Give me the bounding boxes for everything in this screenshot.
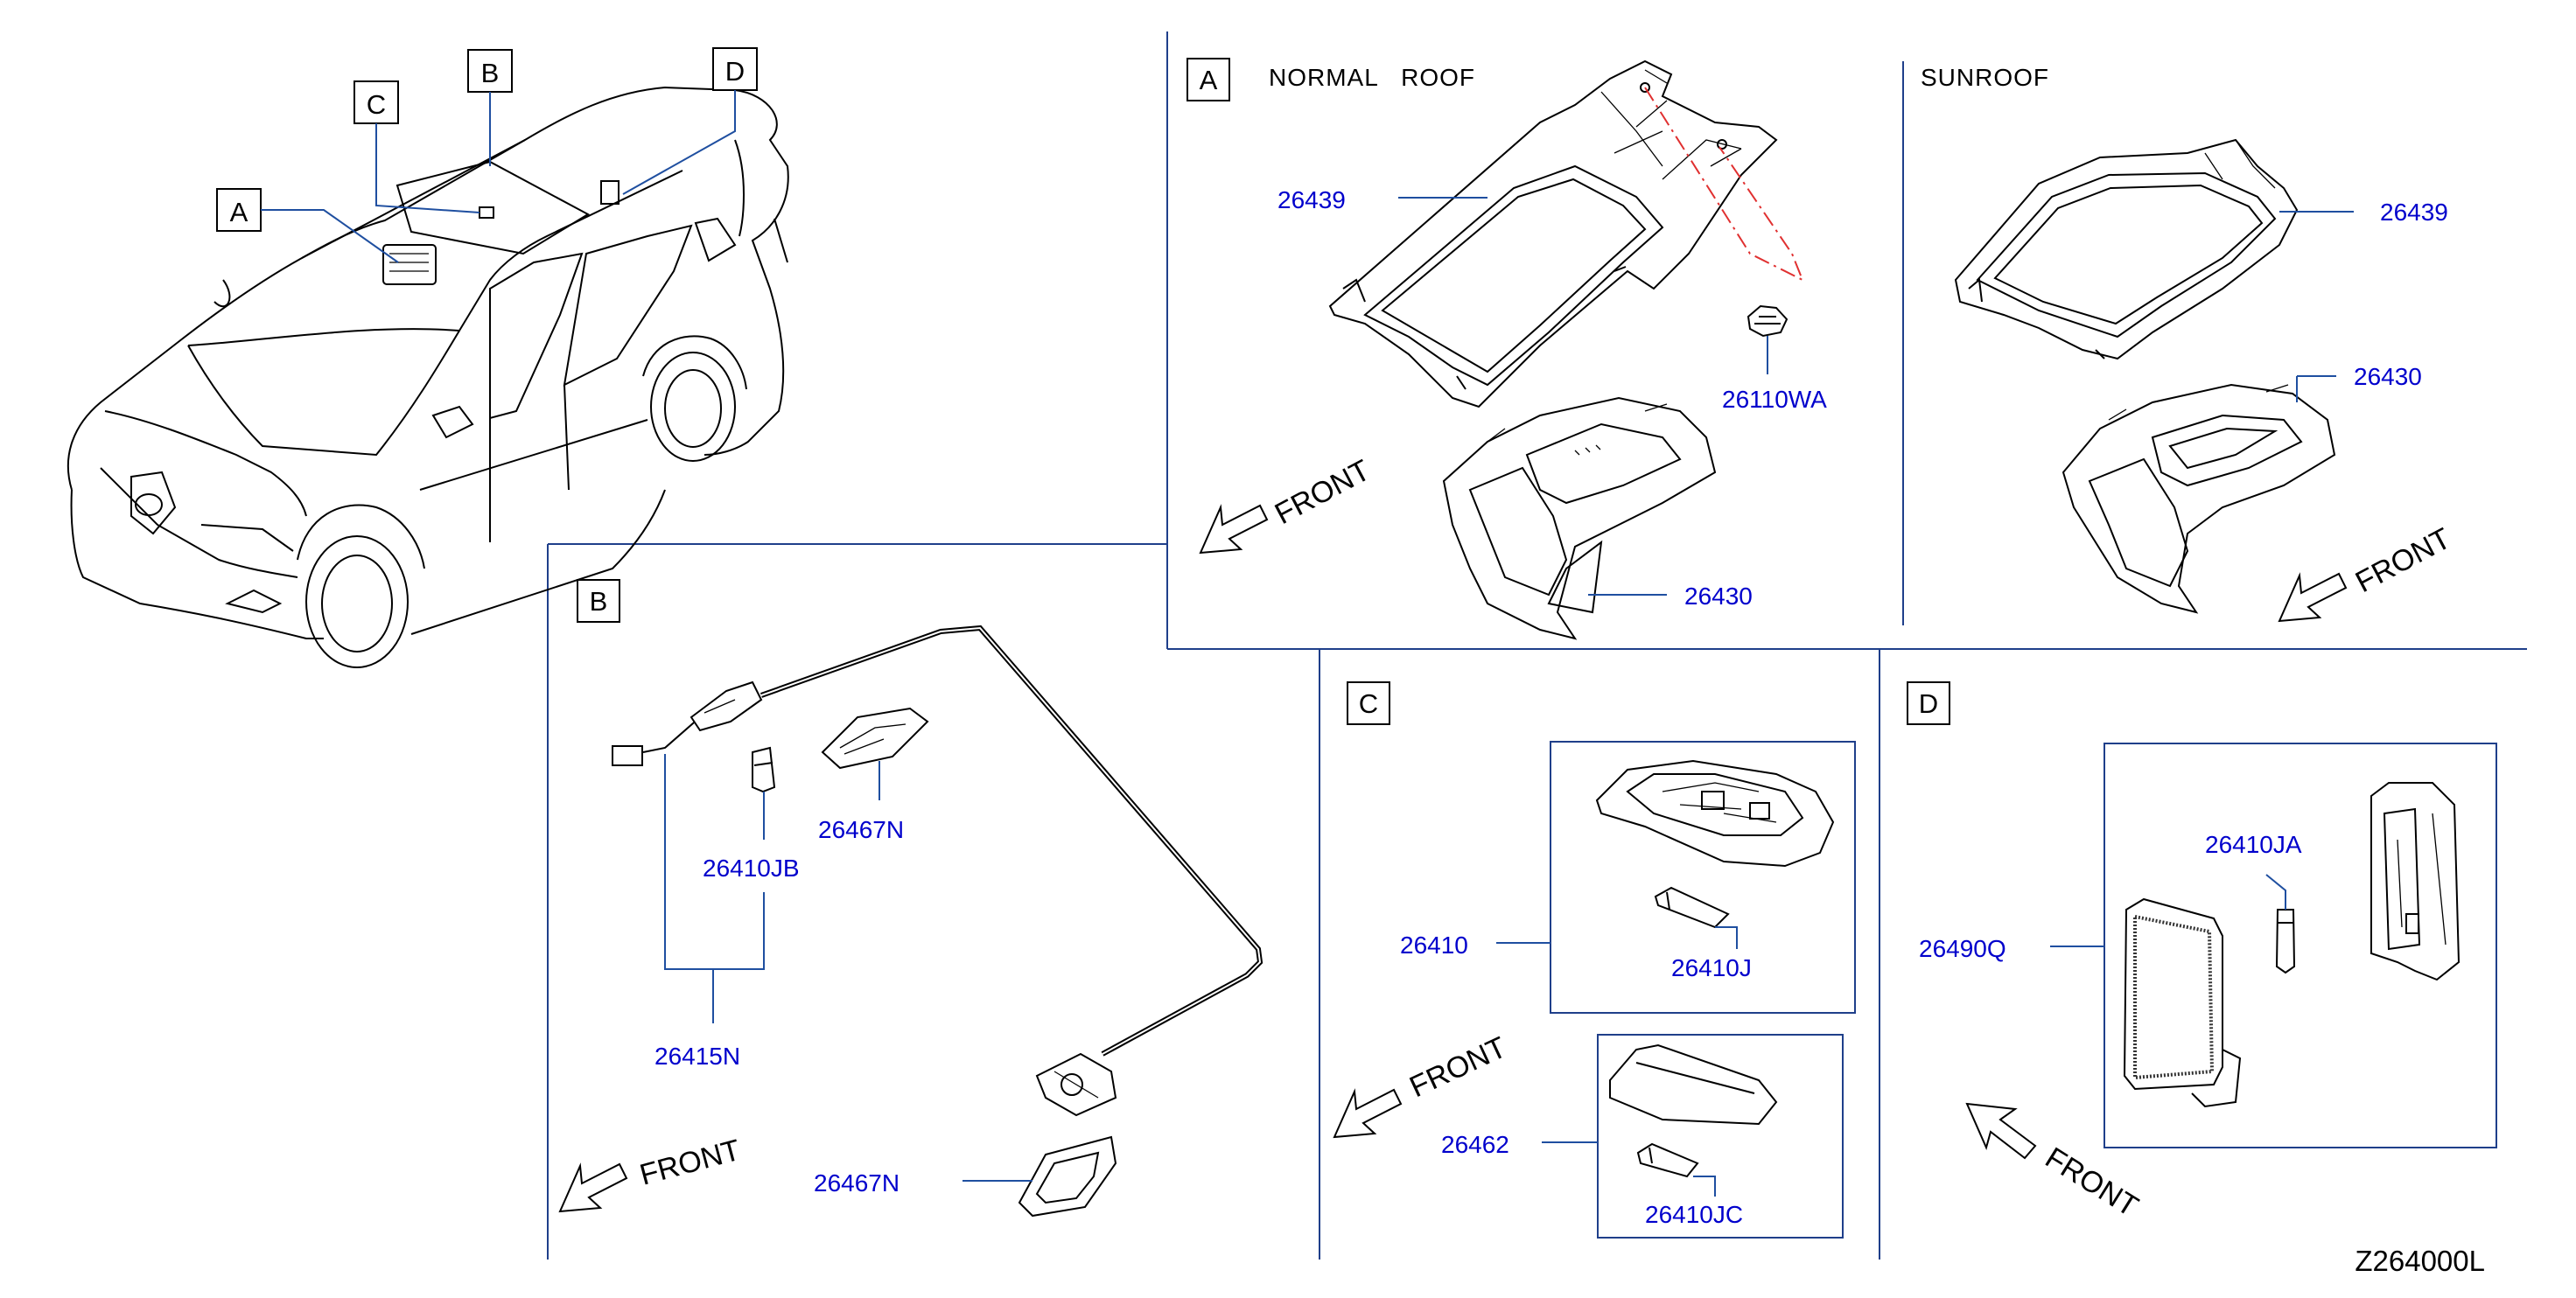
bulb-26410j-drawing [1654,886,1730,929]
part-26467n-lower: 26467N [814,1169,900,1197]
callout-c-label: C [367,89,386,120]
lamp-26467n-lower-drawing [1018,1135,1117,1218]
part-26410: 26410 [1400,932,1468,959]
normal-roof-lamp-drawing [1442,396,1717,640]
sunroof-frame-drawing [1954,138,2299,360]
normal-roof-heading: NORMAL ROOF [1269,64,1475,91]
callout-b-label: B [481,58,500,88]
front-label-section-b: FRONT [636,1134,744,1192]
part-26410jc: 26410JC [1645,1201,1743,1228]
part-26430-normal: 26430 [1684,583,1753,610]
section-b: B 26410JB 26467N 26415N [558,579,1264,1218]
vanity-lamp-26462-drawing [1609,1043,1778,1126]
front-arrow-sunroof [2278,572,2348,623]
section-a-letter: A [1200,65,1218,95]
part-26490q: 26490Q [1919,935,2006,962]
section-b-letter: B [590,586,608,617]
part-26410jb: 26410JB [703,855,800,882]
section-d-letter: D [1919,688,1938,719]
callout-d-label: D [725,56,745,87]
bulb-26410ja-drawing [2275,909,2296,974]
front-label-section-c: FRONT [1404,1030,1511,1104]
front-label-sunroof: FRONT [2350,522,2456,600]
harness-drawing [612,625,1264,1117]
vehicle-overview-illustration [66,86,789,668]
section-c-letter: C [1359,688,1378,719]
part-26410j: 26410J [1671,954,1752,981]
part-26462: 26462 [1441,1131,1509,1158]
part-26439-normal: 26439 [1278,186,1346,213]
lamp-26410-drawing [1595,759,1835,868]
part-box-26410 [1550,741,1856,1014]
front-arrow-section-c [1333,1088,1403,1139]
section-d: D 26410JA 26490Q FRONT [1907,681,2497,1224]
callout-a-label: A [230,197,248,227]
lamp-26467n-upper-drawing [821,707,929,770]
front-arrow-normal-roof [1199,504,1269,555]
part-26439-sunroof: 26439 [2380,199,2448,226]
part-26430-sunroof: 26430 [2354,363,2422,390]
part-26410ja: 26410JA [2205,831,2302,858]
part-26415n: 26415N [654,1043,740,1070]
section-separators [547,31,2527,1260]
part-26467n-upper: 26467N [818,816,904,843]
part-26110wa: 26110WA [1722,386,1827,413]
clip-drawing [1746,304,1788,338]
normal-roof-frame-drawing [1328,59,1804,408]
bulb-26410jb-drawing [752,746,776,793]
diagram-code: Z264000L [2355,1245,2485,1277]
bulb-26410jc-drawing [1636,1142,1699,1178]
sunroof-lamp-drawing [2062,383,2336,614]
sunroof-heading: SUNROOF [1921,64,2049,91]
front-label-section-d: FRONT [2040,1141,2144,1224]
lamp-26490q-lens-drawing [2123,897,2242,1108]
lamp-26490q-housing-drawing [2370,782,2460,981]
part-box-26462 [1597,1034,1844,1239]
overview-callouts: A B C D [216,47,758,263]
front-label-normal-roof: FRONT [1270,454,1376,532]
front-arrow-section-d [1965,1102,2037,1160]
front-arrow-section-b [558,1162,628,1213]
section-c: C 26410J 26410 26410JC 26462 [1333,681,1856,1239]
section-a: A NORMAL ROOF SUNROOF 26439 26110WA [1186,58,2456,640]
